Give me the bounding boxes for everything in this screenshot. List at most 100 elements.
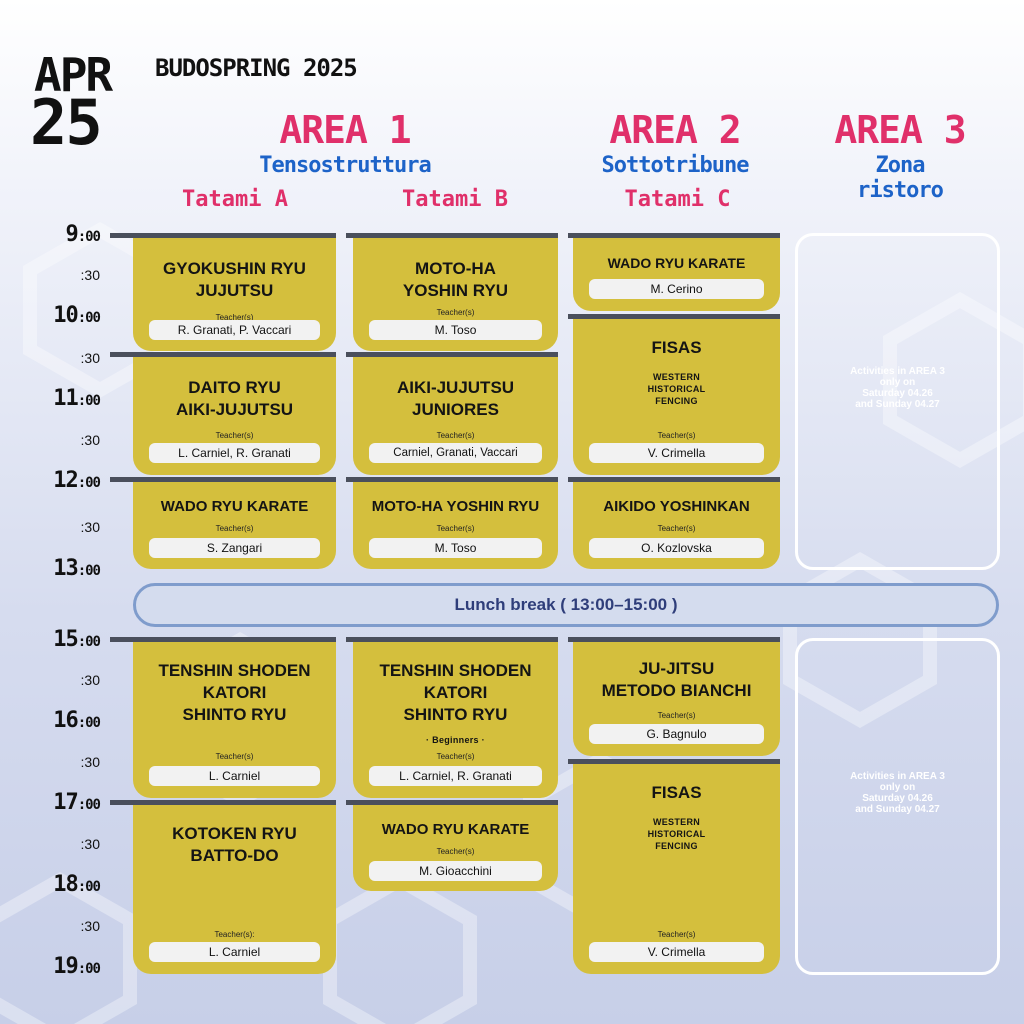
hour-number: 9	[65, 222, 78, 247]
session-title: MOTO-HA YOSHIN RYU	[402, 259, 509, 300]
lunch-break-banner: Lunch break ( 13:00–15:00 )	[133, 583, 999, 627]
time-12: 12:00	[0, 468, 101, 493]
teacher-name: M. Toso	[369, 320, 542, 340]
teacher-name: R. Granati, P. Vaccari	[149, 320, 320, 340]
teacher-label: Teacher(s)	[657, 524, 696, 533]
minute-label: :00	[77, 393, 101, 409]
session-card-b5[interactable]: WADO RYU KARATE Teacher(s) M. Gioacchini	[353, 805, 558, 891]
session-card-a4[interactable]: TENSHIN SHODEN KATORI SHINTO RYU Teacher…	[133, 642, 336, 798]
area-2-subtitle: Sottotribune	[601, 153, 750, 178]
session-card-b3[interactable]: MOTO-HA YOSHIN RYU Teacher(s) M. Toso	[353, 482, 558, 569]
teacher-label: Teacher(s)	[657, 711, 696, 720]
hour-number: 17	[53, 790, 78, 815]
hour-number: 16	[53, 708, 78, 733]
minute-label: :00	[77, 229, 101, 245]
session-card-b4[interactable]: TENSHIN SHODEN KATORI SHINTO RYU · Begin…	[353, 642, 558, 798]
area-1-subtitle: Tensostruttura	[259, 153, 431, 178]
time-10: 10:00	[0, 303, 101, 328]
slot-divider	[346, 477, 558, 482]
teacher-name: M. Toso	[369, 538, 542, 558]
session-card-c3[interactable]: AIKIDO YOSHINKAN Teacher(s) O. Kozlovska	[573, 482, 780, 569]
session-title: WADO RYU KARATE	[160, 498, 309, 515]
time-1730: :30	[80, 836, 100, 852]
session-subtitle: WESTERN HISTORICAL FENCING	[647, 817, 706, 851]
teacher-name: L. Carniel, R. Granati	[369, 766, 542, 786]
minute-label: :00	[77, 475, 101, 491]
hour-number: 13	[53, 556, 78, 581]
teacher-label: Teacher(s)	[436, 308, 475, 317]
area-1-title: AREA 1	[279, 108, 411, 152]
slot-divider	[568, 314, 780, 319]
slot-divider	[568, 477, 780, 482]
slot-divider	[346, 233, 558, 238]
slot-divider	[568, 637, 780, 642]
session-level: · Beginners ·	[426, 735, 485, 745]
tatami-b-label: Tatami B	[402, 187, 508, 212]
time-17: 17:00	[0, 790, 101, 815]
time-930: :30	[80, 267, 100, 283]
session-title: MOTO-HA YOSHIN RYU	[371, 498, 540, 515]
session-card-a2[interactable]: DAITO RYU AIKI-JUJUTSU Teacher(s) L. Car…	[133, 357, 336, 475]
event-title: BUDOSPRING 2025	[155, 54, 358, 82]
teacher-label: Teacher(s)	[436, 431, 475, 440]
teacher-name: V. Crimella	[589, 443, 764, 463]
hour-number: 10	[53, 303, 78, 328]
session-card-a1[interactable]: GYOKUSHIN RYU JUJUTSU Teacher(s) R. Gran…	[133, 238, 336, 351]
session-title: AIKI-JUJUTSU JUNIORES	[396, 378, 515, 419]
minute-label: :00	[77, 961, 101, 977]
teacher-label: Teacher(s)	[215, 524, 254, 533]
session-card-c2[interactable]: FISAS WESTERN HISTORICAL FENCING Teacher…	[573, 319, 780, 475]
hour-number: 12	[53, 468, 78, 493]
time-15: 15:00	[0, 627, 101, 652]
slot-divider	[110, 800, 336, 805]
hour-number: 11	[53, 386, 78, 411]
teacher-label: Teacher(s)	[215, 313, 254, 322]
teacher-name: G. Bagnulo	[589, 724, 764, 744]
teacher-label: Teacher(s):	[214, 930, 255, 939]
session-title: DAITO RYU AIKI-JUJUTSU	[175, 378, 294, 419]
slot-divider	[346, 800, 558, 805]
time-1830: :30	[80, 918, 100, 934]
tatami-a-label: Tatami A	[182, 187, 288, 212]
slot-divider	[568, 759, 780, 764]
tatami-c-label: Tatami C	[624, 187, 731, 212]
slot-divider	[110, 637, 336, 642]
session-card-c5[interactable]: FISAS WESTERN HISTORICAL FENCING Teacher…	[573, 764, 780, 974]
session-title: FISAS	[651, 338, 702, 357]
time-1130: :30	[80, 432, 100, 448]
session-card-c1[interactable]: WADO RYU KARATE M. Cerino	[573, 238, 780, 311]
date-month: APR	[34, 48, 113, 102]
teacher-name: O. Kozlovska	[589, 538, 764, 558]
teacher-label: Teacher(s)	[436, 752, 475, 761]
teacher-name: V. Crimella	[589, 942, 764, 962]
teacher-name: L. Carniel	[149, 766, 320, 786]
slot-divider	[110, 233, 336, 238]
hour-number: 19	[53, 954, 78, 979]
session-card-b1[interactable]: MOTO-HA YOSHIN RYU Teacher(s) M. Toso	[353, 238, 558, 351]
area-3-afternoon-box: Activities in AREA 3 only on Saturday 04…	[795, 638, 1000, 975]
session-card-a3[interactable]: WADO RYU KARATE Teacher(s) S. Zangari	[133, 482, 336, 569]
session-card-b2[interactable]: AIKI-JUJUTSU JUNIORES Teacher(s) Carniel…	[353, 357, 558, 475]
teacher-name: M. Cerino	[589, 279, 764, 299]
area-3-title: AREA 3	[834, 108, 966, 152]
minute-label: :00	[77, 310, 101, 326]
minute-label: :00	[77, 797, 101, 813]
hour-number: 18	[53, 872, 78, 897]
session-title: TENSHIN SHODEN KATORI SHINTO RYU	[379, 661, 532, 724]
time-13: 13:00	[0, 556, 101, 581]
area-3-note: Activities in AREA 3 only on Saturday 04…	[850, 366, 945, 410]
slot-divider	[110, 352, 336, 357]
minute-label: :00	[77, 634, 101, 650]
session-title: WADO RYU KARATE	[607, 255, 746, 271]
session-title: AIKIDO YOSHINKAN	[603, 498, 750, 515]
slot-divider	[568, 233, 780, 238]
session-card-c4[interactable]: JU-JITSU METODO BIANCHI Teacher(s) G. Ba…	[573, 642, 780, 756]
area-3-note: Activities in AREA 3 only on Saturday 04…	[850, 771, 945, 815]
time-1030: :30	[80, 350, 100, 366]
session-title: GYOKUSHIN RYU JUJUTSU	[163, 259, 306, 300]
teacher-name: S. Zangari	[149, 538, 320, 558]
session-card-a5[interactable]: KOTOKEN RYU BATTO-DO Teacher(s): L. Carn…	[133, 805, 336, 974]
teacher-label: Teacher(s)	[657, 930, 696, 939]
area-2-title: AREA 2	[609, 108, 741, 152]
time-19: 19:00	[0, 954, 101, 979]
